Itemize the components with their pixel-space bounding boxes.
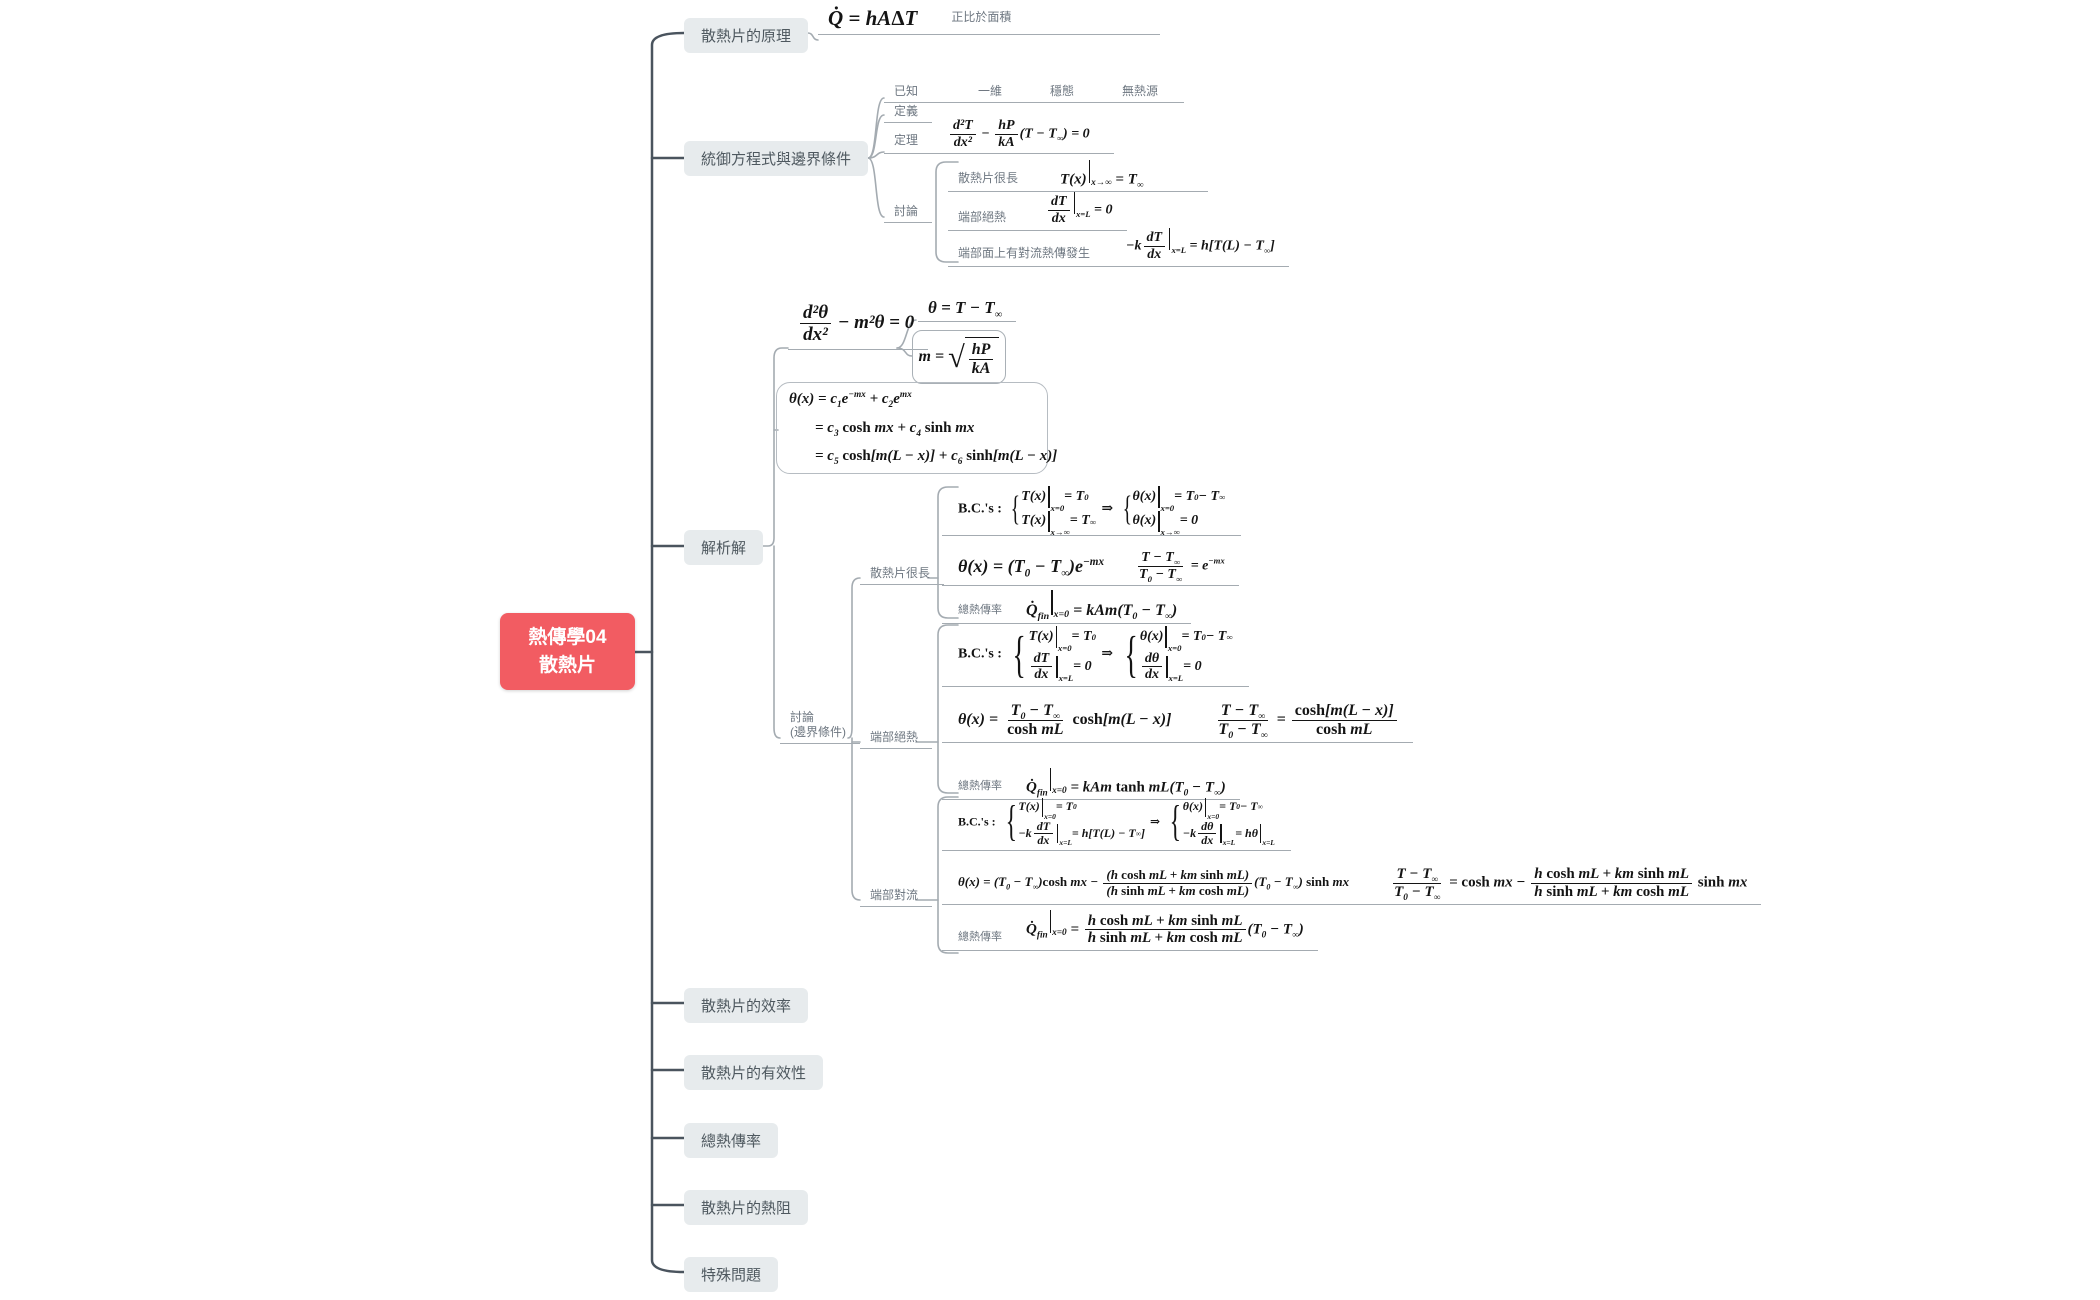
topic-efficiency[interactable]: 散熱片的效率	[684, 988, 809, 1023]
definition-connector	[867, 114, 885, 159]
case3-label-text: 端部對流	[870, 888, 919, 902]
root-node[interactable]: 熱傳學04 散熱片	[500, 613, 635, 690]
known-label: 已知	[894, 84, 919, 98]
discussion-analytic-line1: 討論	[790, 710, 815, 724]
general-solution-line1: θ(x) = c1e−mx + c2emx	[789, 390, 912, 410]
rate-case2-label: 總熱傳率	[958, 780, 1002, 793]
case2-bracket	[937, 624, 959, 794]
theta-case1-formula: θ(x) = (T0 − T∞)e−mx	[958, 555, 1105, 580]
discussion2-spine-down	[851, 741, 861, 901]
case2-label-text: 端部絕熱	[870, 730, 919, 744]
ode-m-connector	[896, 347, 913, 357]
ode-theta-connector	[896, 319, 917, 349]
known-connector	[867, 97, 885, 159]
principle-row-connector	[807, 32, 819, 41]
discussion2-spine-up	[847, 577, 861, 739]
bc-convection-label: 端部面上有對流熱傳發生	[958, 245, 1091, 260]
trunk-connector	[650, 31, 686, 1274]
topic-resistance[interactable]: 散熱片的熱阻	[684, 1190, 809, 1225]
node-case2-label[interactable]: 端部絕熱	[860, 726, 933, 749]
case1-bracket	[937, 486, 959, 619]
node-theta-def[interactable]: θ = T − T∞	[918, 296, 1017, 322]
case3-bracket	[937, 796, 959, 954]
known-item-nosource: 無熱源	[1122, 84, 1159, 98]
node-q-principle[interactable]: Q̇ = hAΔT 正比於面積	[818, 4, 1160, 35]
node-general-solution[interactable]: θ(x) = c1e−mx + c2emx = c3 cosh mx + c4 …	[776, 382, 1058, 474]
discussion-analytic-text: 討論 (邊界條件)	[790, 710, 846, 740]
known-item-1d: 一維	[978, 84, 1003, 98]
ratio-case3-formula: T − T∞T0 − T∞ = cosh mx − h cosh mL + km…	[1393, 866, 1748, 903]
analytic-spine-up	[762, 347, 789, 547]
governing-cases-bracket	[935, 161, 959, 263]
root-title-line2: 散熱片	[538, 654, 596, 676]
bc-insulated-label: 端部絕熱	[958, 209, 1007, 224]
node-discussion-governing[interactable]: 討論	[884, 200, 933, 223]
bc-long-label: 散熱片很長	[958, 171, 1019, 186]
node-theta-case1[interactable]: θ(x) = (T0 − T∞)e−mx T − T∞T0 − T∞ = e−m…	[942, 548, 1239, 587]
general-solution-line3: = c5 cosh[m(L − x)] + c6 sinh[m(L − x)]	[815, 448, 1058, 467]
theorem-connector	[867, 151, 885, 159]
known-item-steady: 穩態	[1050, 84, 1075, 98]
theta-case2-formula: θ(x) = T0 − T∞cosh mL cosh[m(L − x)]	[958, 702, 1172, 738]
discussion-connector	[867, 157, 885, 218]
ratio-case2-formula: T − T∞T0 − T∞ = cosh[m(L − x)]cosh mL	[1213, 702, 1398, 741]
theta-def-formula: θ = T − T∞	[928, 298, 1003, 321]
node-bc-long-case[interactable]: 散熱片很長 T(x)x→∞ = T∞	[948, 158, 1208, 193]
rate-case1-label: 總熱傳率	[958, 603, 1002, 616]
node-theta-case3[interactable]: θ(x) = (T0 − T∞)cosh mx − (h cosh mL + k…	[942, 864, 1762, 905]
node-discussion-analytic[interactable]: 討論 (邊界條件)	[780, 708, 860, 744]
general-solution-line2: = c3 cosh mx + c4 sinh mx	[815, 419, 975, 439]
theta-case3-formula: θ(x) = (T0 − T∞)cosh mx − (h cosh mL + k…	[958, 867, 1350, 898]
theorem-label: 定理	[894, 133, 919, 148]
topic-principle[interactable]: 散熱片的原理	[684, 18, 809, 53]
ratio-case1-formula: T − T∞T0 − T∞ = e−mx	[1138, 550, 1225, 584]
node-theta-case2[interactable]: θ(x) = T0 − T∞cosh mL cosh[m(L − x)] T −…	[942, 700, 1413, 743]
node-definition[interactable]: 定義	[884, 100, 933, 123]
node-case3-label[interactable]: 端部對流	[860, 884, 933, 907]
node-known[interactable]: 已知 一維 穩態 無熱源	[884, 80, 1184, 103]
bc-long-formula: T(x)x→∞ = T∞	[1060, 160, 1144, 190]
definition-label: 定義	[894, 104, 919, 118]
root-title-line1: 熱傳學04	[528, 626, 607, 648]
topic-total-rate[interactable]: 總熱傳率	[684, 1123, 779, 1158]
proportional-label: 正比於面積	[951, 10, 1012, 24]
topic-governing[interactable]: 統御方程式與邊界條件	[684, 141, 869, 176]
topic-analytic[interactable]: 解析解	[684, 530, 764, 565]
analytic-spine-down	[773, 545, 781, 739]
topic-effectiveness[interactable]: 散熱片的有效性	[684, 1055, 824, 1090]
rate-case3-label: 總熱傳率	[958, 931, 1002, 944]
q-principle-formula: Q̇ = hAΔT	[828, 6, 918, 30]
discussion-analytic-line2: (邊界條件)	[790, 725, 846, 739]
discussion-label: 討論	[894, 204, 919, 218]
case1-label-text: 散熱片很長	[870, 566, 931, 580]
topic-special[interactable]: 特殊問題	[684, 1257, 779, 1292]
node-case1-label[interactable]: 散熱片很長	[860, 562, 945, 585]
